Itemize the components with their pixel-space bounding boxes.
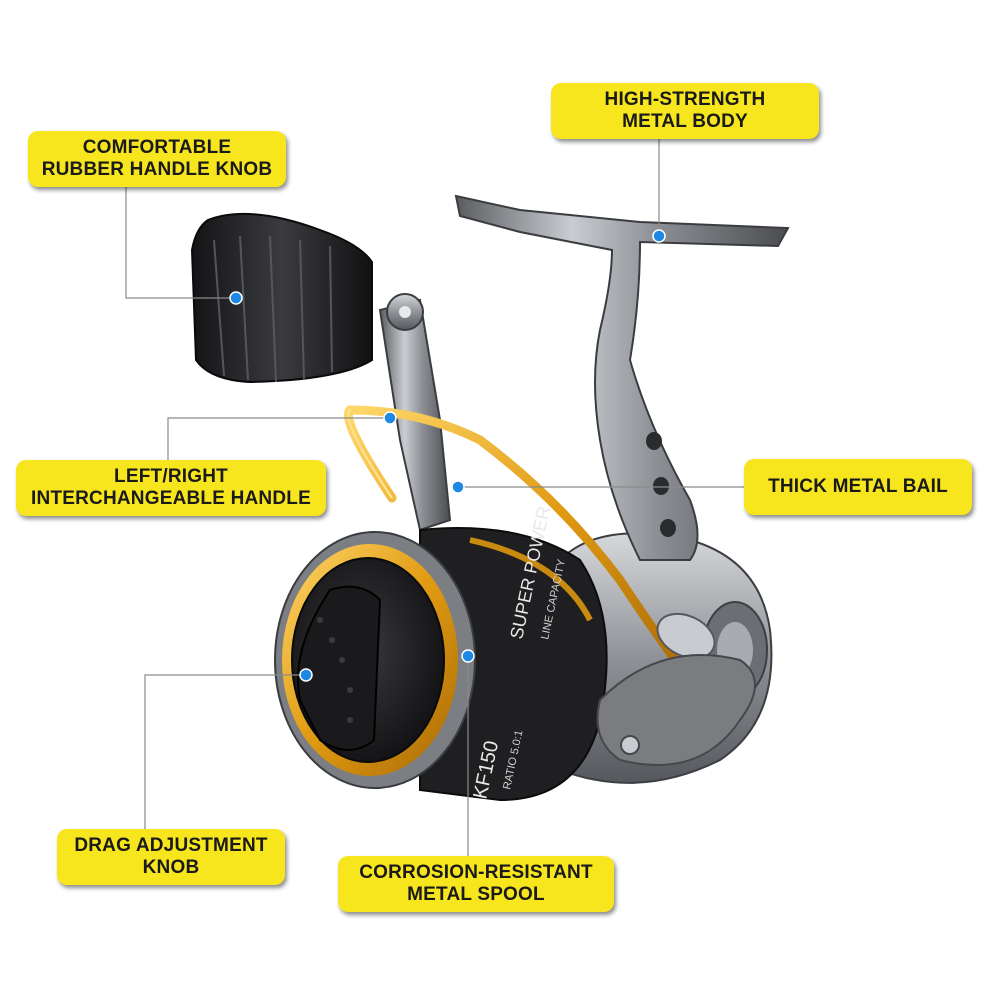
pointer-dots [229,229,666,682]
callout-line: KNOB [142,857,200,878]
pointer-dot-spool [461,649,475,663]
callout-line: CORROSION-RESISTANT [359,862,593,883]
callout-line: RUBBER HANDLE KNOB [41,159,273,180]
pointer-dot-body [652,229,666,243]
leader-line-knob [125,187,236,299]
callout-metal-body: HIGH-STRENGTH METAL BODY [551,83,819,139]
callout-line: DRAG ADJUSTMENT [74,835,268,856]
callout-metal-spool: CORROSION-RESISTANT METAL SPOOL [338,856,614,912]
callout-line: COMFORTABLE [82,137,232,158]
rubber-knob [190,212,373,384]
reel-foot [454,194,790,561]
pointer-dot-bail [451,480,465,494]
callout-line: LEFT/RIGHT [114,466,228,487]
line-roller [596,612,756,766]
callout-drag-adjustment-knob: DRAG ADJUSTMENT KNOB [57,829,285,885]
callout-rubber-handle-knob: COMFORTABLE RUBBER HANDLE KNOB [28,131,286,187]
leader-line-handle [167,417,390,460]
leader-line-drag [144,674,306,829]
leader-lines [125,139,744,856]
pointer-dot-handle [383,411,397,425]
callout-line: METAL BODY [622,111,748,132]
callout-line: HIGH-STRENGTH [604,89,766,110]
pointer-dot-knob [229,291,243,305]
callout-line: INTERCHANGEABLE HANDLE [31,488,311,509]
callout-line: METAL SPOOL [407,884,545,905]
pointer-dot-drag [299,668,313,682]
callout-line: THICK METAL BAIL [768,476,948,497]
callout-metal-bail: THICK METAL BAIL [744,459,972,515]
callout-interchangeable-handle: LEFT/RIGHT INTERCHANGEABLE HANDLE [16,460,326,516]
drag-knob [297,585,382,751]
